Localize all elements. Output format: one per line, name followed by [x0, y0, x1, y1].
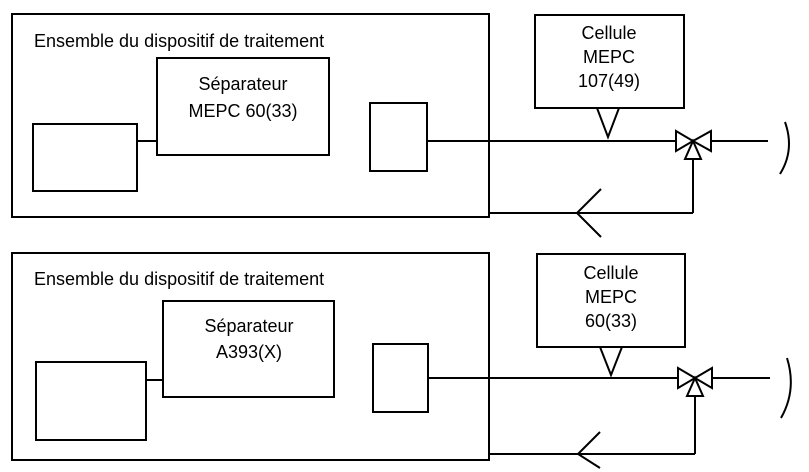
bottom-cell-box: [536, 253, 686, 348]
bottom-three-way-valve-icon: [677, 366, 713, 397]
bottom-cell-line3: 60(33): [585, 311, 637, 331]
bottom-discharge-curve: [780, 357, 792, 419]
top-discharge-curve: [779, 121, 790, 175]
bottom-separator-box: [162, 300, 335, 398]
top-separator-box: [156, 57, 330, 156]
top-cell-box: [534, 14, 685, 109]
bottom-separator-line2: A393(X): [216, 342, 282, 362]
top-cell-probe-icon: [596, 107, 620, 140]
top-cell-line2: MEPC: [583, 47, 635, 67]
bottom-cell-probe-icon: [599, 346, 623, 378]
top-outer-label: Ensemble du dispositif de traitement: [34, 31, 324, 51]
top-left-unit: [32, 123, 138, 192]
top-three-way-valve-icon: [675, 129, 712, 160]
top-cell-line3: 107(49): [578, 71, 640, 91]
top-assembly: Ensemble du dispositif de traitement Sép…: [11, 13, 790, 238]
top-separator-line1: Séparateur: [198, 74, 287, 94]
bottom-assembly: Ensemble du dispositif de traitement Sép…: [11, 252, 792, 469]
top-return-arrow-icon: [575, 188, 602, 238]
bottom-separator-line1: Séparateur: [204, 316, 293, 336]
bottom-cell-line1: Cellule: [583, 263, 638, 283]
bottom-small-unit: [372, 343, 429, 413]
bottom-left-unit: [35, 361, 147, 441]
bottom-outer-label: Ensemble du dispositif de traitement: [34, 269, 324, 289]
bottom-return-arrow-icon: [576, 431, 601, 469]
top-separator-line2: MEPC 60(33): [188, 101, 297, 121]
top-small-unit: [369, 102, 428, 172]
bottom-cell-line2: MEPC: [585, 287, 637, 307]
top-cell-line1: Cellule: [581, 23, 636, 43]
